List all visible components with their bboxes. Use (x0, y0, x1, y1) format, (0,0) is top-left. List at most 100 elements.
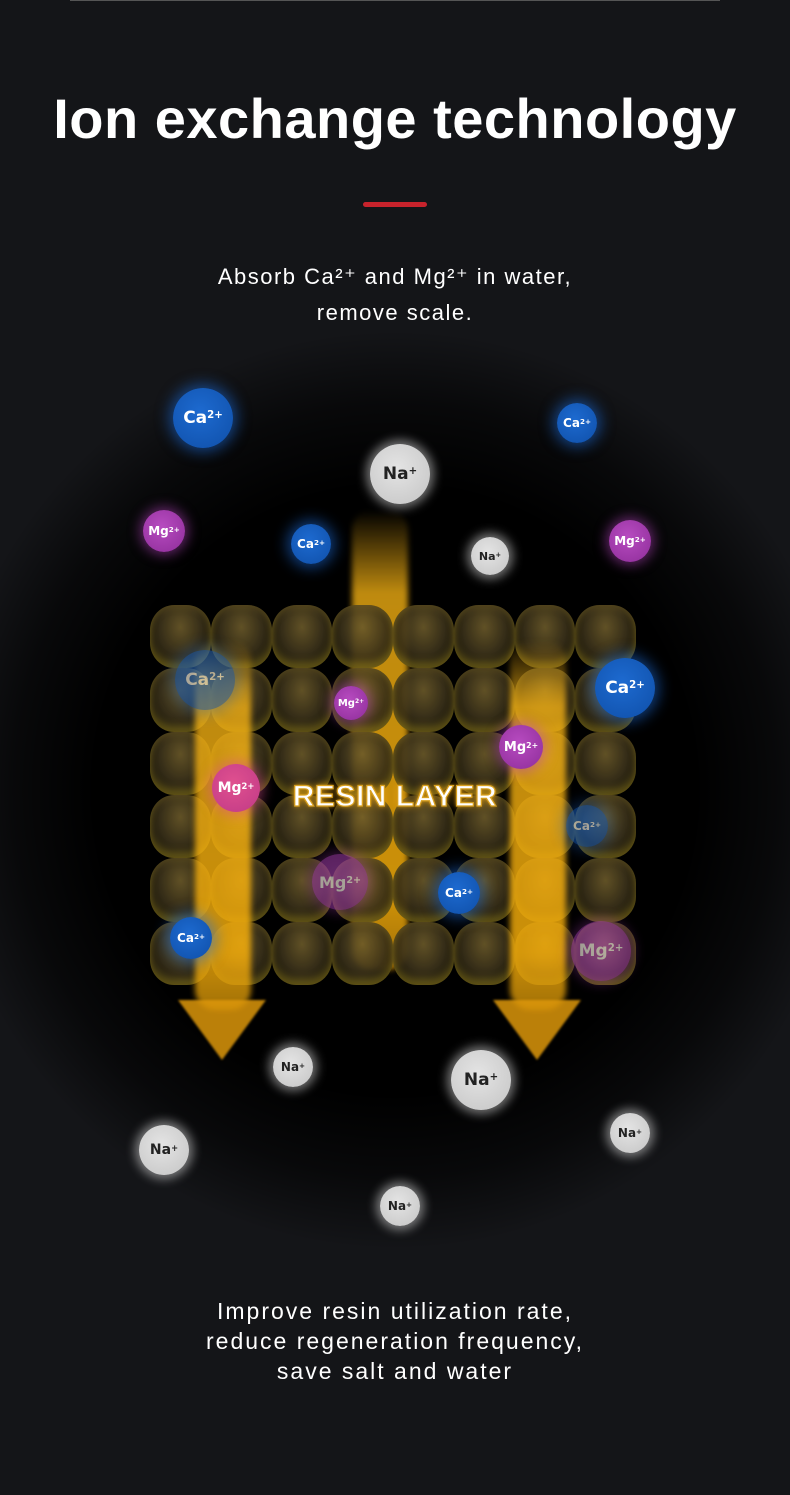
ion-charge: 2+ (634, 535, 646, 545)
page-title: Ion exchange technology (53, 87, 737, 150)
resin-bead (393, 731, 454, 795)
ion-symbol: Ca (573, 819, 590, 833)
ion-charge: + (171, 1143, 179, 1154)
ion-symbol: Na (387, 1199, 407, 1213)
sodium-ion: Na+ (471, 537, 509, 575)
sodium-ion: Na+ (139, 1125, 189, 1175)
subtitle-line: Absorb Ca²⁺ and Mg²⁺ in water, (217, 264, 573, 289)
subtitle: Absorb Ca²⁺ and Mg²⁺ in water, remove sc… (0, 259, 790, 331)
top-divider (70, 0, 720, 1)
resin-bead (393, 668, 454, 732)
sodium-ion: Na+ (370, 444, 430, 504)
title-accent-bar (363, 202, 427, 207)
footer-line: Improve resin utilization rate, (216, 1298, 573, 1324)
ion-symbol: Na (280, 1060, 300, 1074)
resin-bead (271, 605, 333, 669)
ion-charge: 2+ (193, 932, 205, 942)
flow-arrow-icon (178, 1000, 266, 1060)
resin-bead (393, 605, 454, 669)
footer-text: Improve resin utilization rate, reduce r… (0, 1296, 790, 1386)
sodium-ion: Na+ (380, 1186, 420, 1226)
resin-bead (271, 668, 333, 732)
ion-charge: 2+ (461, 887, 473, 897)
ion-symbol: Na (617, 1126, 637, 1140)
resin-bead (575, 731, 636, 795)
resin-bead (575, 605, 636, 669)
resin-bead (332, 731, 393, 795)
ion-symbol: Ca (563, 416, 580, 430)
ion-charge: 2+ (629, 680, 645, 692)
resin-bead (271, 731, 333, 795)
resin-bead (575, 858, 636, 922)
ion-charge: 2+ (579, 417, 591, 427)
ion-charge: 2+ (354, 698, 365, 706)
ion-charge: + (408, 466, 418, 478)
ion-symbol: Ca (605, 678, 630, 698)
resin-bead (393, 921, 454, 985)
ion-charge: 2+ (168, 525, 180, 535)
ion-symbol: Mg (337, 697, 355, 709)
ion-charge: 2+ (209, 672, 225, 684)
ion-symbol: Mg (578, 941, 608, 961)
ion-symbol: Ca (177, 931, 194, 945)
ion-charge: 2+ (526, 740, 539, 750)
ion-charge: + (299, 1061, 306, 1071)
subtitle-line: remove scale. (316, 300, 474, 325)
ion-symbol: Mg (503, 739, 527, 755)
ion-symbol: Mg (614, 534, 635, 548)
footer-line: reduce regeneration frequency, (206, 1328, 584, 1354)
resin-bead (332, 794, 393, 859)
ion-symbol: Mg (148, 524, 169, 538)
sodium-ion: Na+ (451, 1050, 511, 1110)
ion-charge: 2+ (589, 820, 601, 830)
resin-bead (453, 794, 515, 859)
flow-beam (510, 640, 566, 1010)
ion-charge: + (636, 1127, 643, 1137)
resin-bead (453, 605, 515, 669)
ion-charge: + (406, 1200, 413, 1210)
resin-bead (271, 794, 333, 859)
ion-charge: 2+ (346, 874, 362, 886)
ion-charge: + (489, 1072, 499, 1084)
ion-charge: + (495, 550, 502, 559)
ion-charge: 2+ (241, 781, 255, 792)
footer-line: save salt and water (276, 1358, 514, 1384)
resin-bead (453, 668, 515, 732)
ion-symbol: Na (463, 1070, 490, 1090)
ion-charge: 2+ (607, 943, 624, 955)
resin-layer-label: RESIN LAYER (292, 779, 498, 813)
resin-bead (332, 605, 393, 669)
resin-bead (332, 921, 393, 985)
ion-charge: 2+ (207, 410, 223, 422)
ion-symbol: Ca (185, 670, 210, 690)
ion-symbol: Na (478, 549, 496, 563)
sodium-ion: Na+ (610, 1113, 650, 1153)
resin-bead (393, 794, 454, 859)
flow-arrow-icon (493, 1000, 581, 1060)
sodium-ion: Na+ (273, 1047, 313, 1087)
ion-symbol: Ca (445, 886, 462, 900)
ion-charge: 2+ (313, 538, 325, 548)
ion-symbol: Na (149, 1142, 172, 1158)
ion-symbol: Mg (217, 780, 242, 796)
resin-bead (453, 921, 515, 985)
ion-symbol: Ca (183, 408, 208, 428)
ion-symbol: Na (382, 464, 409, 484)
ion-symbol: Ca (297, 537, 314, 551)
ion-symbol: Mg (318, 872, 347, 892)
